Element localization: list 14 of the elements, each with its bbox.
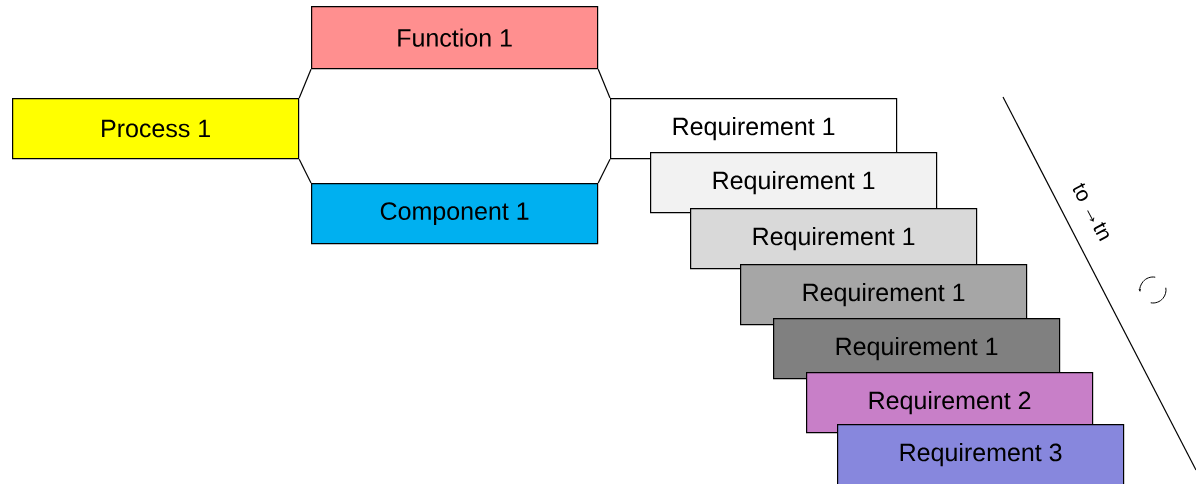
component-box: Component 1 — [311, 183, 599, 245]
requirement-box: Requirement 3 — [837, 424, 1125, 484]
requirement-box: Requirement 1 — [690, 208, 978, 270]
requirement-box: Requirement 1 — [650, 152, 938, 214]
connector-line — [298, 68, 312, 99]
timeline-label: to →tn — [1072, 182, 1109, 242]
requirement-box: Requirement 1 — [773, 318, 1061, 380]
connector-line — [298, 158, 312, 184]
requirement-box: Requirement 1 — [610, 98, 898, 160]
connector-line — [597, 68, 611, 99]
function-box: Function 1 — [311, 6, 599, 70]
requirement-box: Requirement 1 — [740, 264, 1028, 326]
connector-line — [597, 158, 611, 184]
process-box: Process 1 — [12, 98, 300, 160]
